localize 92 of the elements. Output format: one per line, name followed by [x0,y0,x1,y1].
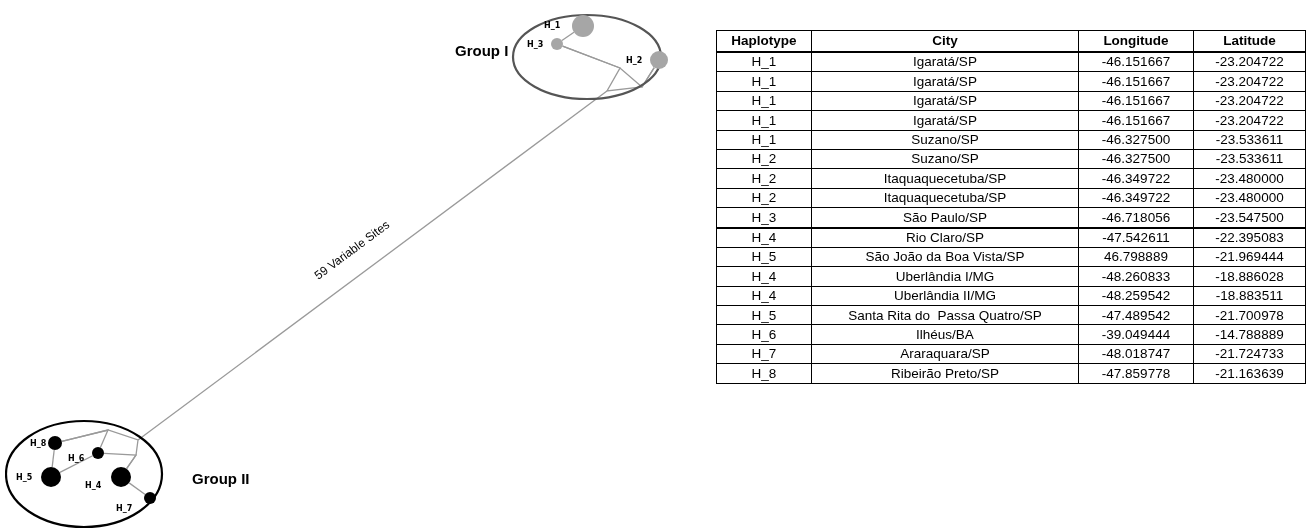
haplotype-circle [572,15,594,37]
table-cell: -22.395083 [1193,227,1306,248]
table-cell: -39.049444 [1078,324,1194,345]
table-cell: H_5 [716,247,812,267]
haplotype-label: H_6 [68,455,85,463]
table-cell: -47.859778 [1078,363,1194,384]
table-cell: H_4 [716,227,812,248]
haplotype-label: H_1 [544,22,561,30]
table-cell: -23.204722 [1193,110,1306,131]
table-cell: Igaratá/SP [811,91,1079,111]
table-cell: H_8 [716,363,812,384]
table-cell: São João da Boa Vista/SP [811,247,1079,267]
network-line [137,90,608,441]
network-line [61,429,139,470]
table-cell: Igaratá/SP [811,110,1079,131]
table-cell: Ribeirão Preto/SP [811,363,1079,384]
table-cell: -48.018747 [1078,344,1194,364]
table-cell: -21.724733 [1193,344,1306,364]
table-cell: H_3 [716,207,812,228]
table-cell: -23.204722 [1193,52,1306,72]
table-cell: 46.798889 [1078,247,1194,267]
table-cell: Suzano/SP [811,149,1079,169]
table-cell: H_2 [716,188,812,208]
haplotype-circle [551,38,563,50]
table-cell: Suzano/SP [811,130,1079,150]
table-cell: Santa Rita do Passa Quatro/SP [811,305,1079,325]
table-cell: -23.480000 [1193,168,1306,189]
network-line [128,482,146,496]
table-cell: -46.151667 [1078,71,1194,92]
table-cell: -21.969444 [1193,247,1306,267]
haplotype-circle [650,51,668,69]
table-cell: H_2 [716,168,812,189]
haplotype-label: H_7 [116,505,133,513]
table-cell: -46.349722 [1078,168,1194,189]
table-cell: Ilhéus/BA [811,324,1079,345]
table-cell: -14.788889 [1193,324,1306,345]
table-cell: -21.700978 [1193,305,1306,325]
haplotype-label: H_2 [626,57,643,65]
table-cell: Uberlândia II/MG [811,286,1079,306]
table-cell: Latitude [1193,30,1306,52]
table-cell: -23.533611 [1193,130,1306,150]
table-cell: H_5 [716,305,812,325]
network-line [51,449,55,468]
table-cell: -46.151667 [1078,91,1194,111]
table-cell: -46.327500 [1078,149,1194,169]
table-cell: H_2 [716,149,812,169]
haplotype-circle [41,467,61,487]
haplotype-circle [92,447,104,459]
haplotype-label: H_3 [527,41,544,49]
haplotype-circle [48,436,62,450]
table-cell: Araraquara/SP [811,344,1079,364]
network-line [59,455,94,474]
table-cell: Longitude [1078,30,1194,52]
table-cell: H_4 [716,286,812,306]
table-cell: -48.259542 [1078,286,1194,306]
table-cell: -46.151667 [1078,110,1194,131]
haplotype-label: H_5 [16,474,33,482]
table-cell: -18.886028 [1193,266,1306,287]
group-heading: Group I [455,43,509,58]
table-cell: -46.327500 [1078,130,1194,150]
table-cell: City [811,30,1079,52]
table-cell: H_1 [716,91,812,111]
table-cell: Igaratá/SP [811,52,1079,72]
table-cell: -18.883511 [1193,286,1306,306]
table-cell: Rio Claro/SP [811,227,1079,248]
table-cell: -46.349722 [1078,188,1194,208]
table-cell: Itaquaquecetuba/SP [811,168,1079,189]
haplotype-label: H_8 [30,440,47,448]
haplotype-label: H_4 [85,482,102,490]
table-cell: -23.533611 [1193,149,1306,169]
table-cell: Haplotype [716,30,812,52]
table-cell: Itaquaquecetuba/SP [811,188,1079,208]
group-heading: Group II [192,471,250,486]
table-cell: -48.260833 [1078,266,1194,287]
table-cell: H_6 [716,324,812,345]
table-cell: Uberlândia I/MG [811,266,1079,287]
table-cell: H_4 [716,266,812,287]
table-cell: -23.204722 [1193,91,1306,111]
table-cell: -21.163639 [1193,363,1306,384]
table-cell: H_1 [716,130,812,150]
table-cell: -46.151667 [1078,52,1194,72]
table-cell: -23.480000 [1193,188,1306,208]
table-cell: Igaratá/SP [811,71,1079,92]
table-cell: H_1 [716,71,812,92]
table-cell: H_1 [716,110,812,131]
table-cell: -47.542611 [1078,227,1194,248]
table-cell: H_1 [716,52,812,72]
haplotype-circle [111,467,131,487]
table-cell: -47.489542 [1078,305,1194,325]
haplotype-circle [144,492,156,504]
table-cell: H_7 [716,344,812,364]
table-cell: -23.204722 [1193,71,1306,92]
